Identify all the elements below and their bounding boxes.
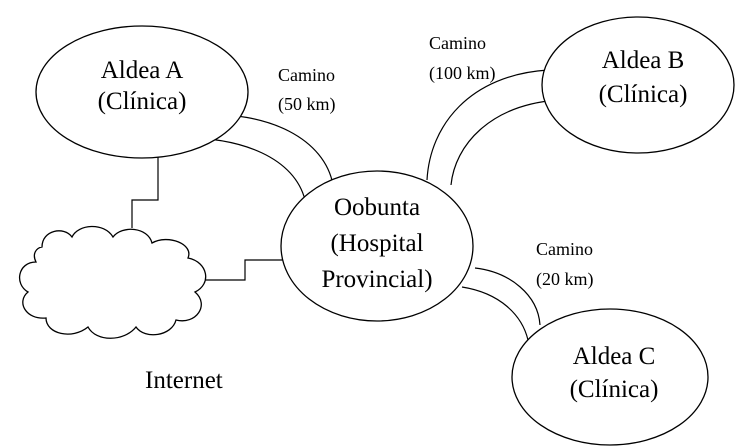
aldea-c-name: Aldea C xyxy=(573,343,656,370)
aldea-a-type: (Clínica) xyxy=(98,88,187,115)
hospital-name: Oobunta xyxy=(334,194,420,221)
road-b-label: Camino (100 km) xyxy=(429,33,496,84)
internet-cloud xyxy=(18,225,207,339)
road-b xyxy=(426,69,559,186)
road-a-label-title: Camino xyxy=(278,65,335,85)
road-b-label-distance: (100 km) xyxy=(429,63,496,84)
aldea-c-ellipse xyxy=(511,308,709,446)
hospital-type-line1: (Hospital xyxy=(330,230,423,257)
road-b-label-title: Camino xyxy=(429,33,486,53)
road-c-label: Camino (20 km) xyxy=(536,239,594,290)
aldea-a-name: Aldea A xyxy=(101,57,184,84)
hospital-type-line2: Provincial) xyxy=(321,266,432,293)
road-c-label-distance: (20 km) xyxy=(536,269,594,290)
aldea-b-type: (Clínica) xyxy=(599,81,688,108)
cloud-icon xyxy=(18,225,207,339)
road-c-label-title: Camino xyxy=(536,239,593,259)
road-b-line-lower xyxy=(450,99,559,186)
node-aldea-b: Aldea B (Clínica) xyxy=(541,16,735,154)
aldea-c-type: (Clínica) xyxy=(570,376,659,403)
aldea-a-ellipse xyxy=(35,25,249,159)
wire-internet-to-hospital xyxy=(205,259,288,281)
internet-link-hospital xyxy=(205,259,288,281)
road-c-line-lower xyxy=(461,286,529,341)
road-b-line-upper xyxy=(426,69,549,181)
aldea-b-name: Aldea B xyxy=(602,47,685,74)
node-hospital: Oobunta (Hospital Provincial) xyxy=(280,170,474,322)
hospital-ellipse xyxy=(280,170,474,322)
road-a-label-distance: (50 km) xyxy=(278,94,336,115)
road-c xyxy=(461,267,541,341)
road-c-line-upper xyxy=(474,267,541,326)
wire-aldea-a-to-internet xyxy=(131,156,159,228)
node-aldea-a: Aldea A (Clínica) xyxy=(35,25,249,159)
node-aldea-c: Aldea C (Clínica) xyxy=(511,308,709,446)
road-a-label: Camino (50 km) xyxy=(278,65,336,115)
internet-link-a xyxy=(131,156,159,228)
aldea-b-ellipse xyxy=(541,16,735,154)
internet-label: Internet xyxy=(145,367,223,394)
